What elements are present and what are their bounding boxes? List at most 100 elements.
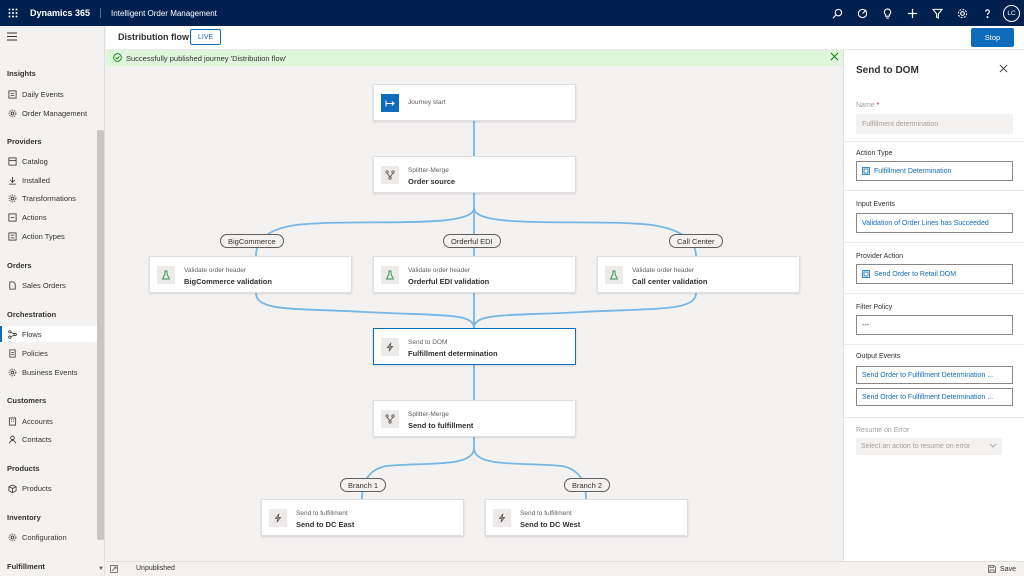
transform-icon <box>8 194 22 203</box>
required-asterisk: * <box>876 102 880 109</box>
close-icon[interactable] <box>999 64 1008 75</box>
sidebar-item-label: Contacts <box>22 434 52 444</box>
sidebar-item-sales-orders[interactable]: Sales Orders <box>0 277 97 293</box>
success-notification: Successfully published journey 'Distribu… <box>106 50 843 66</box>
sidebar-item-label: Flows <box>22 329 42 339</box>
notification-text: Successfully published journey 'Distribu… <box>126 53 287 63</box>
divider <box>844 417 1024 418</box>
publish-state: Unpublished <box>136 565 175 572</box>
sidebar-item-products[interactable]: Products <box>0 480 97 496</box>
sidebar-item-order-management[interactable]: Order Management <box>0 105 97 121</box>
help-icon[interactable] <box>975 0 1000 26</box>
sidebar-item-actions[interactable]: Actions <box>0 209 97 225</box>
bigcommerce-validation-node[interactable]: Validate order header BigCommerce valida… <box>149 256 352 293</box>
lightning-icon <box>381 338 399 356</box>
sidebar-section-products: Products <box>7 464 40 473</box>
name-field[interactable]: Fulfillment determination <box>856 114 1013 134</box>
divider <box>844 141 1024 142</box>
flow-connectors <box>255 120 697 500</box>
brand-name[interactable]: Dynamics 365 <box>26 8 102 18</box>
lightbulb-icon[interactable] <box>875 0 900 26</box>
sidebar-section-fulfillment: Fulfillment <box>7 562 45 571</box>
top-navigation-bar: Dynamics 365 Intelligent Order Managemen… <box>0 0 1024 26</box>
output-event-field-1[interactable]: Send Order to Fulfillment Determination … <box>856 366 1013 384</box>
sidebar-scrollbar[interactable] <box>97 130 104 540</box>
sidebar-item-installed[interactable]: Installed <box>0 172 97 188</box>
call-center-validation-node[interactable]: Validate order header Call center valida… <box>597 256 800 293</box>
scroll-down-icon[interactable]: ▼ <box>98 566 104 572</box>
input-events-field[interactable]: Validation of Order Lines has Succeeded <box>856 213 1013 233</box>
action-type-field[interactable]: Fulfillment Determination <box>856 161 1013 181</box>
search-icon[interactable] <box>825 0 850 26</box>
send-to-dom-node[interactable]: Send to DOM Fulfillment determination <box>373 328 576 365</box>
send-to-dc-west-node[interactable]: Send to fulfillment Send to DC West <box>485 499 688 536</box>
properties-panel: Send to DOM Name * Fulfillment determina… <box>843 50 1024 561</box>
checkmark-icon <box>113 52 122 64</box>
node-title: Send to DC East <box>296 520 355 529</box>
provider-action-field[interactable]: Send Order to Retail DOM <box>856 264 1013 284</box>
building-icon <box>8 416 22 426</box>
sidebar-item-action-types[interactable]: Action Types <box>0 228 97 244</box>
branch-label-branch-2[interactable]: Branch 2 <box>564 478 611 492</box>
policy-icon <box>8 348 22 358</box>
order-source-node[interactable]: Splitter-Merge Order source <box>373 156 576 193</box>
node-title: Orderful EDI validation <box>408 277 490 286</box>
stop-button[interactable]: Stop <box>971 28 1014 47</box>
node-subtitle: Send to DOM <box>408 339 448 346</box>
document-icon <box>8 280 22 290</box>
gear-icon[interactable] <box>950 0 975 26</box>
gear-icon <box>8 533 22 542</box>
output-event-field-2[interactable]: Send Order to Fulfillment Determination … <box>856 388 1013 406</box>
events-icon <box>8 368 22 377</box>
orderful-edi-validation-node[interactable]: Validate order header Orderful EDI valid… <box>373 256 576 293</box>
sidebar-section-orders: Orders <box>7 261 32 270</box>
divider <box>844 344 1024 345</box>
sidebar-item-policies[interactable]: Policies <box>0 345 97 361</box>
sidebar-item-flows[interactable]: Flows <box>0 326 97 342</box>
flow-icon <box>8 329 22 339</box>
actions-icon <box>8 212 22 222</box>
flask-icon <box>157 266 175 284</box>
app-name[interactable]: Intelligent Order Management <box>111 8 217 18</box>
send-to-dc-east-node[interactable]: Send to fulfillment Send to DC East <box>261 499 464 536</box>
branch-label-call-center[interactable]: Call Center <box>669 234 723 248</box>
branch-label-orderful-edi[interactable]: Orderful EDI <box>443 234 501 248</box>
sidebar-item-contacts[interactable]: Contacts <box>0 431 97 447</box>
download-icon <box>8 176 22 185</box>
sidebar-item-label: Daily Events <box>22 89 64 99</box>
flow-canvas[interactable]: Successfully published journey 'Distribu… <box>106 50 843 561</box>
node-title: Send to fulfillment <box>408 421 474 430</box>
journey-start-node[interactable]: Journey start <box>373 84 576 121</box>
plus-icon[interactable] <box>900 0 925 26</box>
node-title: Call center validation <box>632 277 708 286</box>
target-icon[interactable] <box>850 0 875 26</box>
sidebar-item-accounts[interactable]: Accounts <box>0 413 97 429</box>
branch-label-bigcommerce[interactable]: BigCommerce <box>220 234 284 248</box>
name-label-text: Name <box>856 102 875 109</box>
sidebar-item-daily-events[interactable]: Daily Events <box>0 86 97 102</box>
branch-label-branch-1[interactable]: Branch 1 <box>340 478 387 492</box>
panel-title: Send to DOM <box>856 65 919 76</box>
send-to-fulfillment-node[interactable]: Splitter-Merge Send to fulfillment <box>373 400 576 437</box>
node-title: Fulfillment determination <box>408 349 498 358</box>
sidebar-item-catalog[interactable]: Catalog <box>0 153 97 169</box>
chevron-down-icon <box>989 441 997 451</box>
node-title: Journey start <box>408 99 446 106</box>
sidebar-item-transformations[interactable]: Transformations <box>0 190 97 206</box>
save-button[interactable]: Save <box>988 565 1016 573</box>
sidebar-section-insights: Insights <box>7 69 36 78</box>
sidebar-item-configuration[interactable]: Configuration <box>0 529 97 545</box>
output-events-label: Output Events <box>856 353 901 360</box>
sidebar-item-business-events[interactable]: Business Events <box>0 364 97 380</box>
filter-icon[interactable] <box>925 0 950 26</box>
sidebar-item-label: Transformations <box>22 193 76 203</box>
close-icon[interactable] <box>830 52 839 63</box>
expand-icon[interactable] <box>110 565 118 575</box>
hamburger-icon[interactable] <box>7 32 17 43</box>
save-label: Save <box>1000 565 1016 573</box>
avatar[interactable]: LC <box>1003 4 1020 22</box>
resume-on-error-placeholder: Select an action to resume on error <box>861 443 971 450</box>
app-launcher-icon[interactable] <box>0 0 26 26</box>
resume-on-error-select[interactable]: Select an action to resume on error <box>856 438 1002 455</box>
filter-policy-field[interactable]: --- <box>856 315 1013 335</box>
